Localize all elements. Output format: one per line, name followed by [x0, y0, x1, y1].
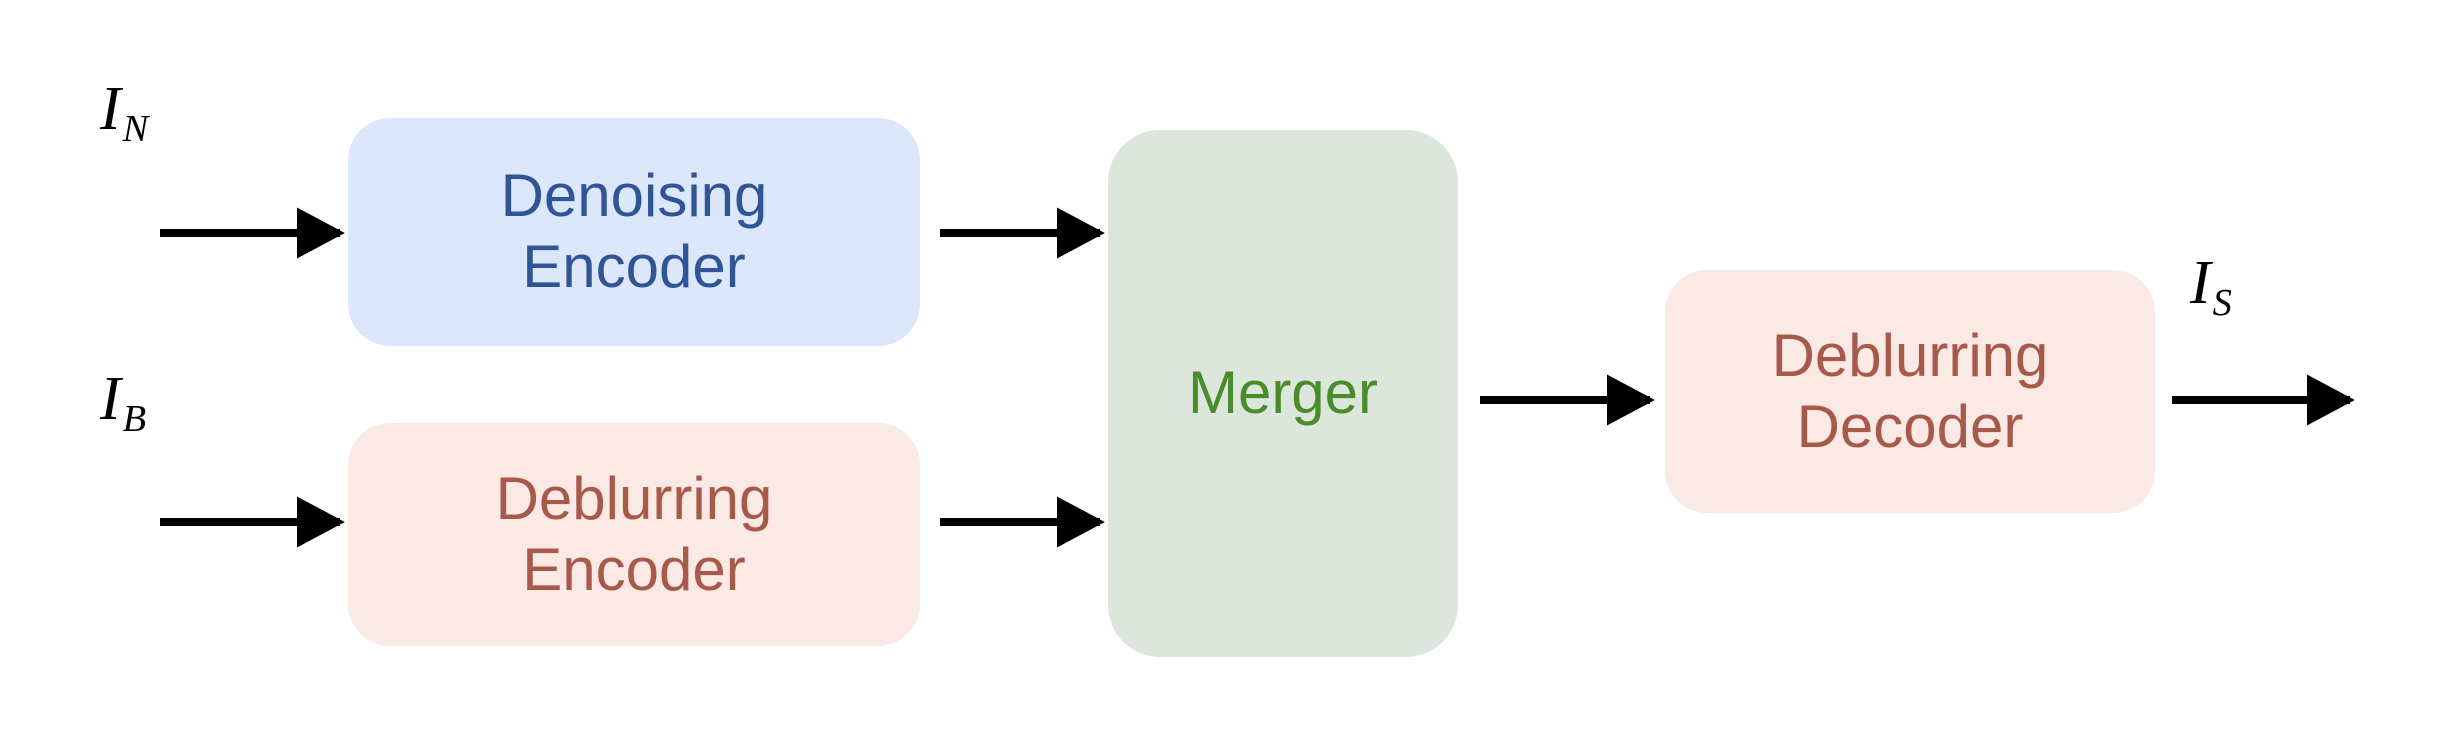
label-input-noisy-subscript: N [122, 108, 149, 151]
label-output-sharp-base: I [2190, 249, 2211, 317]
node-deblurring-decoder: Deblurring Decoder [1665, 270, 2155, 513]
node-deblurring-encoder-label: Deblurring Encoder [495, 464, 773, 603]
node-denoising-encoder-label: Denoising Encoder [500, 162, 768, 300]
node-deblurring-encoder: Deblurring Encoder [348, 423, 920, 646]
label-input-blurry: IB [100, 368, 146, 439]
node-denoising-encoder: Denoising Encoder [348, 118, 920, 346]
label-input-blurry-base: I [100, 365, 121, 433]
label-output-sharp-subscript: S [2212, 282, 2232, 325]
label-input-noisy-base: I [100, 75, 121, 143]
node-merger: Merger [1108, 130, 1458, 657]
node-deblurring-decoder-label: Deblurring Decoder [1771, 321, 2049, 460]
label-input-noisy: IN [100, 78, 148, 149]
label-input-blurry-subscript: B [122, 398, 147, 441]
node-merger-label: Merger [1187, 359, 1379, 427]
label-output-sharp: IS [2190, 252, 2232, 323]
